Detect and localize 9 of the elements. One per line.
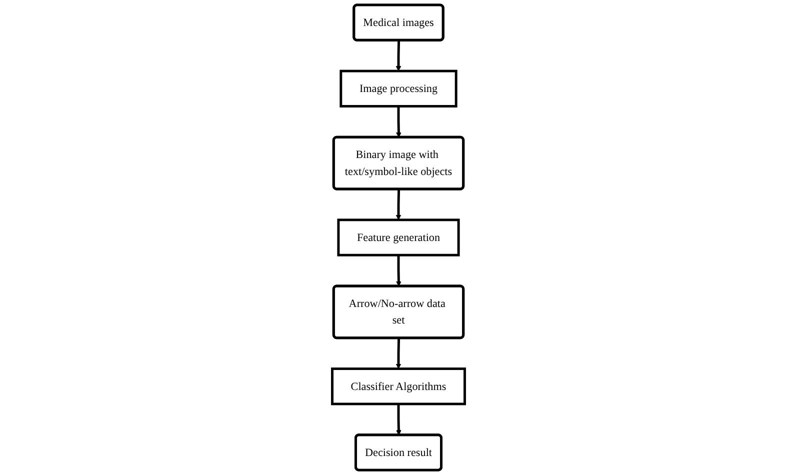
arrow — [396, 40, 402, 72]
arrow — [396, 404, 402, 436]
arrow — [396, 106, 402, 138]
node-box: Feature generation — [337, 218, 460, 256]
arrow — [396, 189, 402, 220]
arrow — [396, 338, 402, 369]
node-box: Image processing — [340, 70, 458, 108]
arrow — [396, 255, 402, 287]
node-box: Classifier Algorithms — [331, 368, 466, 406]
